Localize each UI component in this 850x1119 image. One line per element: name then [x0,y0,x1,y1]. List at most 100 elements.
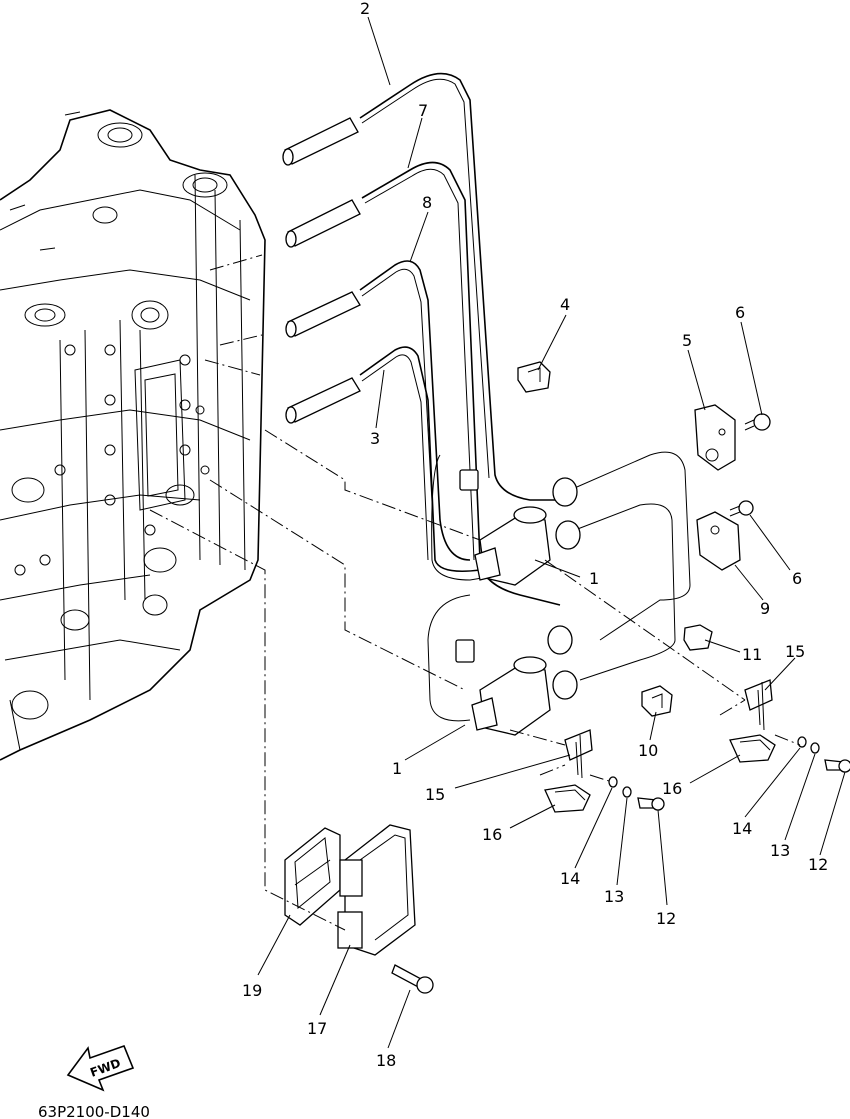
callout-1-lower: 1 [392,759,402,778]
leader-15b [454,754,571,789]
holder-16-lower [544,784,591,813]
leader-11 [704,639,741,653]
fwd-label: FWD [88,1056,122,1080]
fwd-arrow-icon: FWD [66,1044,135,1092]
leader-7 [407,117,423,169]
bolt-12-upper [824,759,850,773]
leader-18 [387,989,411,1049]
callout-6-lower: 6 [792,569,802,588]
bolt-6-upper [744,413,771,431]
leader-14b [574,787,613,869]
bolt-6-lower [729,500,754,517]
centerline-coil-upper [264,429,481,541]
holder-16-upper [729,734,776,763]
leader-14a [744,747,801,818]
leader-3 [375,369,385,429]
ignition-coil-upper [459,469,581,586]
callout-7: 7 [418,101,428,120]
leader-1b [404,724,466,761]
leader-10 [649,711,657,741]
callout-3: 3 [370,429,380,448]
centerline-washer-upper [774,734,801,746]
bolt-12-lower [637,797,665,811]
high-tension-cord-3 [285,346,481,573]
callout-14-upper: 14 [732,819,752,838]
coil-lead-lower [427,594,471,722]
cdi-unit-17 [337,824,416,956]
centerline-bracket-lower [509,729,566,746]
clamp-11 [683,624,713,651]
washer-13-upper [810,742,820,754]
washer-14-upper [797,736,807,748]
callout-4: 4 [560,295,570,314]
callout-18: 18 [376,1051,396,1070]
callout-8: 8 [422,193,432,212]
leader-5 [687,349,706,411]
bolt-18 [391,964,434,994]
callout-12-lower: 12 [656,909,676,928]
bracket-9 [696,511,741,571]
centerline-cord-3 [204,359,261,376]
gasket-19 [284,827,341,926]
leader-9 [734,564,764,601]
washer-13-lower [622,786,632,798]
coil-cord-upper-b [574,503,676,681]
callout-2: 2 [360,0,370,18]
callout-17: 17 [307,1019,327,1038]
leader-12a [819,771,846,856]
callout-9: 9 [760,599,770,618]
ignition-coil-lower [455,625,578,736]
coil-lead-upper [431,454,501,581]
leader-16b [509,804,556,829]
leader-13a [784,753,816,841]
leader-2 [367,16,391,86]
callout-16-lower: 16 [482,825,502,844]
leader-4 [537,314,567,371]
leader-1a [534,559,581,578]
callout-13-lower: 13 [604,887,624,906]
bracket-15-lower [564,729,593,779]
callout-19: 19 [242,981,262,1000]
centerline-coil-lower [209,479,466,691]
leader-13b [616,797,628,886]
leader-17 [319,944,351,1016]
centerline-cord-8 [219,334,263,346]
bracket-5 [694,404,736,471]
leader-6-lower [749,514,791,571]
coil-cord-upper-a [569,451,691,641]
callout-13-upper: 13 [770,841,790,860]
callout-1-upper: 1 [589,569,599,588]
centerline-holder-lower [539,764,566,776]
leader-6-upper [740,321,763,416]
callout-16-upper: 16 [662,779,682,798]
clamp-10 [641,685,673,717]
leader-15a [764,657,796,691]
diagram-code: 63P2100-D140 [38,1103,150,1119]
leader-12b [657,809,668,906]
centerline-holder-upper [719,699,746,716]
high-tension-cord-8 [285,260,471,561]
clamp-4 [517,361,551,393]
leader-19 [257,914,291,976]
centerline-cdi [149,509,346,931]
callout-5: 5 [682,331,692,350]
centerline-bracket-upper [544,559,746,701]
bracket-15-upper [744,679,773,731]
callout-15-lower: 15 [425,785,445,804]
callout-10: 10 [638,741,658,760]
centerline-cord-7 [209,254,263,271]
callout-11: 11 [742,645,762,664]
high-tension-cord-2 [282,72,560,501]
callout-6-upper: 6 [735,303,745,322]
callout-14-lower: 14 [560,869,580,888]
callout-12-upper: 12 [808,855,828,874]
washer-14-lower [608,776,618,788]
leader-16a [689,754,741,784]
leader-8 [409,211,429,263]
high-tension-cord-7 [285,161,561,606]
cylinder-block [0,109,266,761]
centerline-washer-lower [589,774,613,783]
callout-15-upper: 15 [785,642,805,661]
